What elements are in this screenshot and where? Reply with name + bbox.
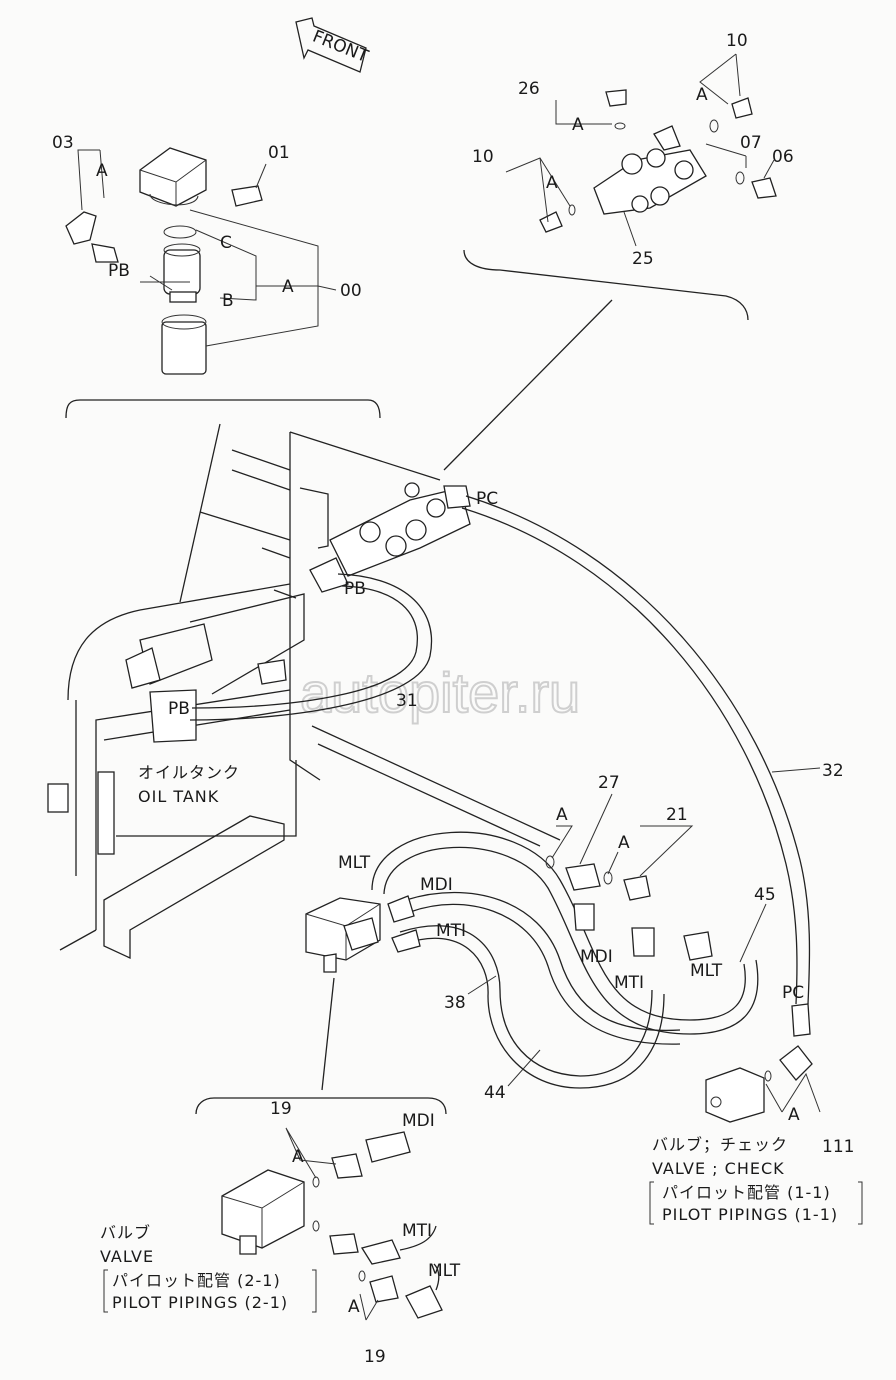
callout-31: 31	[396, 691, 418, 711]
port-mti-detail: MTI	[402, 1221, 432, 1241]
center-pilot-valve	[309, 482, 471, 593]
filter-detail	[65, 147, 381, 603]
callout-25: 25	[632, 249, 654, 269]
port-pb-center: PB	[344, 579, 366, 599]
callout-01: 01	[268, 143, 290, 163]
callout-06: 06	[772, 147, 794, 167]
valve-label-en: VALVE	[100, 1247, 154, 1266]
callout-a-valve-1: A	[572, 115, 584, 135]
callout-a-21: A	[618, 833, 630, 853]
callout-a-filter: A	[96, 161, 108, 181]
front-arrow-icon: FRONT	[295, 17, 372, 73]
port-mdi-detail: MDI	[402, 1111, 435, 1131]
callout-10-left: 10	[472, 147, 494, 167]
port-mti-hose: MTI	[614, 973, 644, 993]
lower-valve-block	[305, 855, 713, 1091]
oil-tank-label-jp: オイルタンク	[138, 763, 240, 782]
callout-10-top: 10	[726, 31, 748, 51]
callout-19-bottom: 19	[364, 1347, 386, 1367]
callout-45: 45	[754, 885, 776, 905]
port-mlt-detail: MLT	[428, 1261, 461, 1281]
port-pc-bottom: PC	[782, 983, 804, 1003]
callout-a-19-bottom: A	[348, 1297, 360, 1317]
callout-27: 27	[598, 773, 620, 793]
port-mlt-hose: MLT	[690, 961, 723, 981]
port-mdi-block: MDI	[420, 875, 453, 895]
callout-21: 21	[666, 805, 688, 825]
tank-frame	[47, 431, 561, 960]
callout-38: 38	[444, 993, 466, 1013]
callout-03: 03	[52, 133, 74, 153]
callout-a-27: A	[556, 805, 568, 825]
watermark: autopiter.ru	[300, 661, 580, 724]
check-valve-ref-en: PILOT PIPINGS (1-1)	[662, 1205, 838, 1224]
check-valve-label-en: VALVE ; CHECK	[652, 1159, 785, 1178]
callout-b: B	[222, 291, 234, 311]
port-mlt-block: MLT	[338, 853, 371, 873]
valve-label-jp: バルブ	[100, 1223, 151, 1242]
pilot-valve-detail	[443, 53, 777, 471]
valve-detail	[195, 1097, 447, 1321]
port-pb-filter: PB	[108, 261, 130, 281]
callout-32: 32	[822, 761, 844, 781]
callout-a-valve-2: A	[696, 85, 708, 105]
port-mdi-hose: MDI	[580, 947, 613, 967]
callout-00: 00	[340, 281, 362, 301]
hoses	[189, 495, 811, 1089]
check-valve-label-jp: バルブ；チェック	[652, 1135, 788, 1154]
oil-tank-label-en: OIL TANK	[138, 787, 219, 806]
callout-a-valve-3: A	[546, 173, 558, 193]
port-mti-block: MTI	[436, 921, 466, 941]
callout-a-filter-2: A	[282, 277, 294, 297]
callout-labels: 03 A 01 C A 00 B PB 26 A 10 A 10 A 07 06…	[52, 31, 863, 1367]
callout-44: 44	[484, 1083, 506, 1103]
callout-a-check: A	[788, 1105, 800, 1125]
callout-19-top: 19	[270, 1099, 292, 1119]
front-label: FRONT	[310, 27, 372, 68]
check-valve-ref-jp: パイロット配管 (1-1)	[662, 1183, 831, 1202]
check-valve	[705, 1003, 821, 1123]
valve-ref-jp: パイロット配管 (2-1)	[112, 1271, 281, 1290]
callout-a-19-top: A	[292, 1147, 304, 1167]
callout-c: C	[220, 233, 232, 253]
callout-26: 26	[518, 79, 540, 99]
port-pc-top: PC	[476, 489, 498, 509]
callout-07: 07	[740, 133, 762, 153]
callout-111: 111	[822, 1137, 854, 1157]
valve-ref-en: PILOT PIPINGS (2-1)	[112, 1293, 288, 1312]
port-pb-tank: PB	[168, 699, 190, 719]
